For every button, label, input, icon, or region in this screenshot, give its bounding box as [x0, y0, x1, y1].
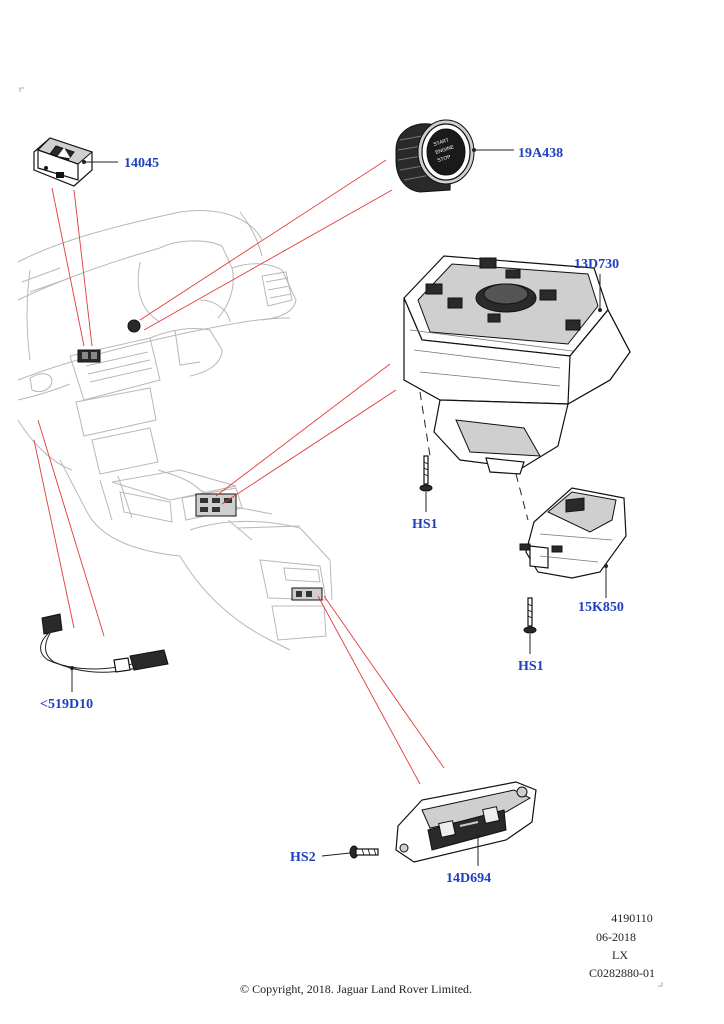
- callout-14045: 14045: [124, 156, 159, 171]
- part-wiring-harness: [40, 613, 169, 673]
- dash-start-button: [127, 319, 141, 333]
- stop-text: STOP: [437, 154, 452, 164]
- part-screw-hs1-lower: [523, 597, 537, 654]
- callout-hs2: HS2: [290, 850, 316, 865]
- diagram-ref: C0282880-01: [589, 966, 655, 980]
- fixing-line-15k850: [515, 473, 529, 521]
- part-start-stop-button: START ENGINE STOP: [395, 119, 475, 193]
- callout-14D694: 14D694: [446, 871, 491, 886]
- leader-hs2: [321, 852, 351, 857]
- callout-19A438: 19A438: [518, 146, 563, 161]
- part-screw-hs1-upper: [419, 455, 433, 512]
- engine-text: ENGINE: [435, 144, 456, 156]
- part-screw-hs2: [349, 845, 379, 859]
- callout-hs1-upper: HS1: [412, 517, 438, 532]
- crop-mark-top-left: [19, 87, 24, 92]
- red-leaders: [33, 159, 445, 785]
- callout-hs1-lower: HS1: [518, 659, 544, 674]
- dash-console-switches: [195, 493, 237, 517]
- diagram-model: LX: [612, 948, 628, 962]
- dash-rear-switchpack: [291, 587, 323, 601]
- part-bracket: [519, 487, 627, 579]
- part-rear-switchpack: [395, 781, 537, 863]
- part-control-module: [403, 255, 631, 475]
- callout-13D730: 13D730: [574, 257, 619, 272]
- crop-mark-bottom-right: [658, 982, 663, 987]
- dashboard-ghost: [17, 210, 333, 651]
- fixing-line-hs1a: [419, 391, 431, 457]
- dash-switch-hazard: [77, 349, 101, 363]
- start-text: START: [433, 137, 450, 148]
- diagram-date: 06-2018: [596, 930, 636, 944]
- callout-15K850: 15K850: [578, 600, 624, 615]
- part-hazard-switch: [33, 137, 93, 187]
- callout-519D10: <519D10: [40, 697, 93, 712]
- diagram-code: 4190110: [611, 911, 653, 925]
- copyright: © Copyright, 2018. Jaguar Land Rover Lim…: [240, 982, 472, 996]
